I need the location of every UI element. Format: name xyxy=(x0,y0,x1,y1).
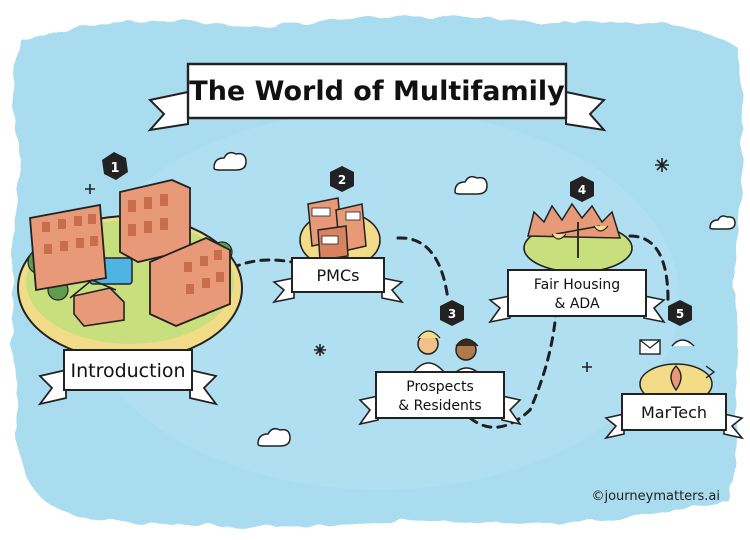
cloud-icon xyxy=(213,151,736,447)
title-banner: The World of Multifamily xyxy=(147,62,607,132)
svg-text:1: 1 xyxy=(110,161,119,176)
banner-introduction: Introduction xyxy=(37,349,219,406)
station-label-martech: MarTech xyxy=(641,403,707,422)
copyright-text: ©journeymatters.ai xyxy=(591,489,720,504)
svg-text:5: 5 xyxy=(676,307,684,321)
banner-prospects-residents: Prospects & Residents xyxy=(358,371,522,426)
station-number-badges: 1 2 3 4 5 xyxy=(102,152,692,326)
banner-pmcs: PMCs xyxy=(271,257,405,304)
badge-1: 1 xyxy=(102,152,128,180)
badge-5: 5 xyxy=(668,300,692,326)
station-label-prospects: Prospects xyxy=(406,379,473,395)
badge-3: 3 xyxy=(440,300,464,326)
star-icon xyxy=(85,158,669,372)
sky-glow xyxy=(80,110,680,490)
introduction-island xyxy=(17,179,243,361)
journey-path xyxy=(230,234,670,429)
pmcs-island xyxy=(299,197,381,269)
banner-martech: MarTech xyxy=(603,393,745,440)
station-label-ada: & ADA xyxy=(554,296,599,312)
svg-text:4: 4 xyxy=(578,183,586,197)
badge-2: 2 xyxy=(330,166,354,192)
badge-4: 4 xyxy=(570,176,594,202)
station-label-residents: & Residents xyxy=(398,398,481,414)
svg-text:2: 2 xyxy=(338,173,346,187)
station-label-introduction: Introduction xyxy=(70,360,185,382)
page-title: The World of Multifamily xyxy=(189,76,565,107)
svg-text:3: 3 xyxy=(448,307,456,321)
station-label-fair-housing: Fair Housing xyxy=(534,277,620,293)
banner-fair-housing: Fair Housing & ADA xyxy=(488,269,666,324)
station-label-pmcs: PMCs xyxy=(317,266,360,285)
